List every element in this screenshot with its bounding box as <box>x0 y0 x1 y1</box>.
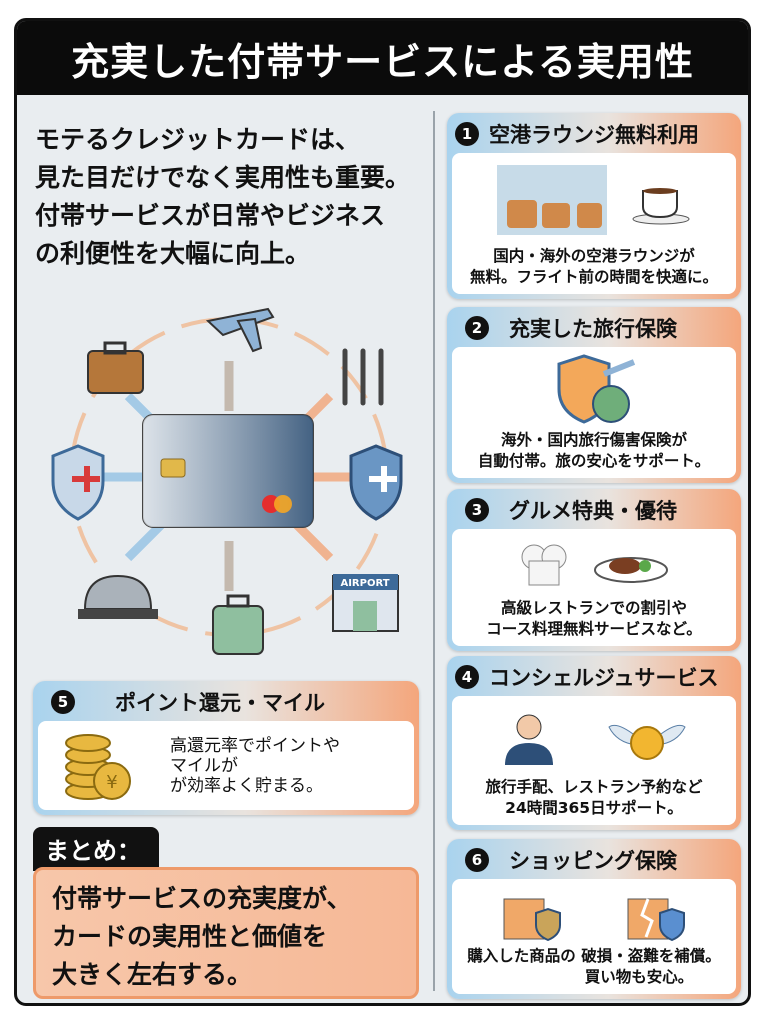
page-title: 充実した付帯サービスによる実用性 <box>17 21 748 95</box>
card-description: 海外・国内旅行傷害保険が自動付帯。旅の安心をサポート。 <box>477 431 711 470</box>
number-badge: 2 <box>465 316 489 340</box>
intro-text: モテるクレジットカードは、 見た目だけでなく実用性も重要。 付帯サービスが日常や… <box>35 121 425 273</box>
chef-hat-icon <box>521 544 567 585</box>
number-badge: 1 <box>455 122 479 146</box>
summary-box: 付帯サービスの充実度が、 カードの実用性と価値を 大きく左右する。 <box>33 867 419 999</box>
card-title: グルメ特典・優待 <box>509 499 677 523</box>
cutlery-icon <box>342 348 384 406</box>
card-description: 高級レストランでの割引やコース料理無料サービスなど。 <box>486 599 702 638</box>
steak-plate-icon <box>594 556 668 583</box>
column-divider <box>433 111 435 991</box>
suitcase-icon <box>87 341 144 394</box>
card-title: ポイント還元・マイル <box>115 691 325 715</box>
service-card-travel-insurance: 2 充実した旅行保険 海外・国内旅行傷害保険が自動付帯。旅の安心をサポート。 <box>447 307 741 483</box>
number-badge: 3 <box>465 498 489 522</box>
airplane-icon <box>205 307 275 353</box>
card-title: 空港ラウンジ無料利用 <box>489 123 699 147</box>
broken-bag-shield-icon <box>627 897 685 941</box>
shield-plus-icon <box>51 444 105 521</box>
card-title: ショッピング保険 <box>509 849 677 873</box>
service-card-gourmet: 3 グルメ特典・優待 高級レストランでの割引やコース料理無料サービスなど。 <box>447 489 741 651</box>
intro-line: モテるクレジットカードは、 <box>35 125 361 154</box>
summary-label: まとめ： <box>33 827 159 871</box>
service-card-lounge: 1 空港ラウンジ無料利用 国内・海外の空港ラウンジが無料。フライト前の時間を快適に… <box>447 113 741 299</box>
shopping-bag-shield-icon <box>503 898 561 941</box>
concierge-person-icon <box>505 714 553 765</box>
coffee-cup-icon <box>632 187 690 224</box>
service-bell-icon <box>78 574 158 619</box>
card-description: 購入した商品の 破損・盗難を補償。買い物も安心。 <box>467 947 721 986</box>
shield-plus-icon <box>349 444 403 521</box>
card-title: 充実した旅行保険 <box>509 317 677 341</box>
intro-line: 見た目だけでなく実用性も重要。 <box>35 163 411 192</box>
airport-building-icon: AIRPORT <box>332 574 399 632</box>
luggage-icon <box>212 594 264 655</box>
summary-line: 付帯サービスの充実度が、 <box>52 884 352 913</box>
lounge-icon <box>497 164 607 235</box>
service-card-shopping-insurance: 6 ショッピング保険 購入した商品の 破損・盗難を補償。買い物も安心。 <box>447 839 741 999</box>
svg-text:¥: ¥ <box>106 772 117 793</box>
number-badge: 4 <box>455 665 479 689</box>
yen-coins-icon: ¥ <box>65 733 131 800</box>
card-description: 高還元率でポイントやマイルがが効率よく貯まる。 <box>170 735 340 796</box>
services-diagram: AIRPORT <box>51 307 403 655</box>
summary-line: カードの実用性と価値を <box>52 922 328 951</box>
winged-coin-icon <box>608 724 686 760</box>
infographic-frame: 充実した付帯サービスによる実用性 モテるクレジットカードは、 見た目だけでなく実… <box>14 18 751 1006</box>
airport-sign: AIRPORT <box>340 578 389 589</box>
number-badge: 5 <box>51 690 75 714</box>
service-card-points-miles: 5 ポイント還元・マイル ¥ 高還元率でポイントやマイルがが効率よく貯まる。 <box>33 681 419 815</box>
card-title: コンシェルジュサービス <box>489 666 719 690</box>
shield-globe-airplane-icon <box>557 353 636 424</box>
intro-line: 付帯サービスが日常やビジネス <box>35 201 386 230</box>
card-description: 国内・海外の空港ラウンジが無料。フライト前の時間を快適に。 <box>469 247 718 286</box>
intro-line: の利便性を大幅に向上。 <box>35 239 311 268</box>
credit-card-icon <box>142 414 314 528</box>
number-badge: 6 <box>465 848 489 872</box>
summary-line: 大きく左右する。 <box>52 960 253 989</box>
